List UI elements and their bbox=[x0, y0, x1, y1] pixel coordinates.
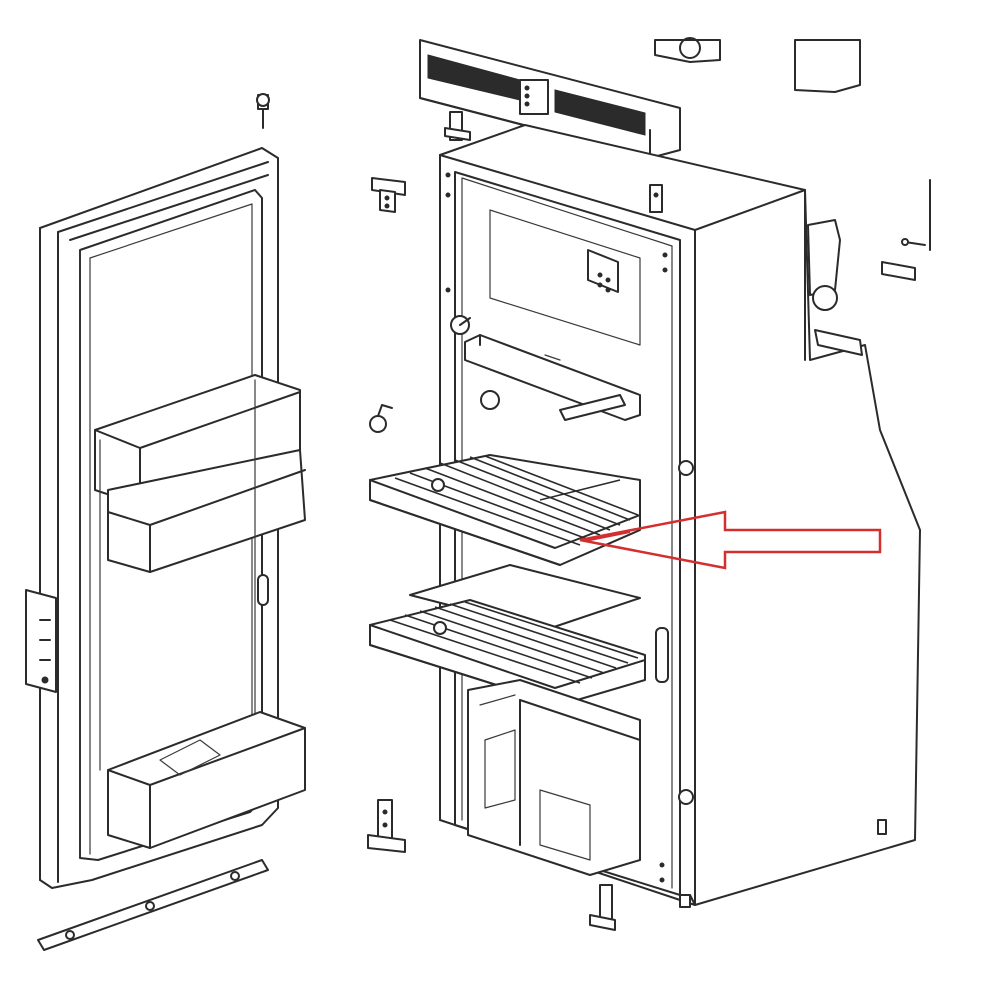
side-bolt-upper bbox=[678, 460, 694, 476]
rod-part bbox=[901, 179, 931, 251]
hinge-bottom-right bbox=[589, 884, 616, 931]
fan-unit bbox=[654, 37, 721, 63]
compressor bbox=[807, 219, 863, 356]
hinge-top-cabinet bbox=[444, 111, 471, 141]
freezer-tray bbox=[464, 334, 641, 421]
door-bottom-hinge-bar bbox=[37, 859, 269, 951]
freezer-compartment bbox=[489, 209, 641, 346]
lower-wire-shelf bbox=[369, 599, 646, 706]
hinge-bottom-left bbox=[367, 799, 406, 853]
door-hinge-pin bbox=[256, 93, 270, 129]
cabinet-catch bbox=[655, 627, 669, 683]
foot-front bbox=[679, 894, 691, 908]
door-slot bbox=[257, 574, 269, 606]
door-bin-lower bbox=[107, 711, 306, 849]
vent-grille bbox=[419, 39, 681, 159]
small-bracket bbox=[881, 261, 916, 281]
control-box bbox=[794, 39, 861, 93]
cabinet-assembly bbox=[369, 37, 921, 908]
door-latch bbox=[25, 589, 57, 693]
upper-wire-shelf bbox=[369, 454, 641, 566]
hinge-top-right bbox=[649, 184, 663, 213]
door-assembly bbox=[25, 93, 306, 951]
door-bin-upper bbox=[94, 374, 306, 573]
thermostat-knob bbox=[369, 315, 471, 433]
foot-rear bbox=[877, 819, 887, 835]
light-bulb bbox=[480, 390, 500, 410]
frame-rivets bbox=[445, 172, 668, 883]
highlight-arrow bbox=[579, 510, 882, 570]
crisper-drawers bbox=[467, 679, 641, 876]
side-bolt-lower bbox=[678, 789, 694, 805]
hinge-top-left bbox=[371, 177, 406, 213]
